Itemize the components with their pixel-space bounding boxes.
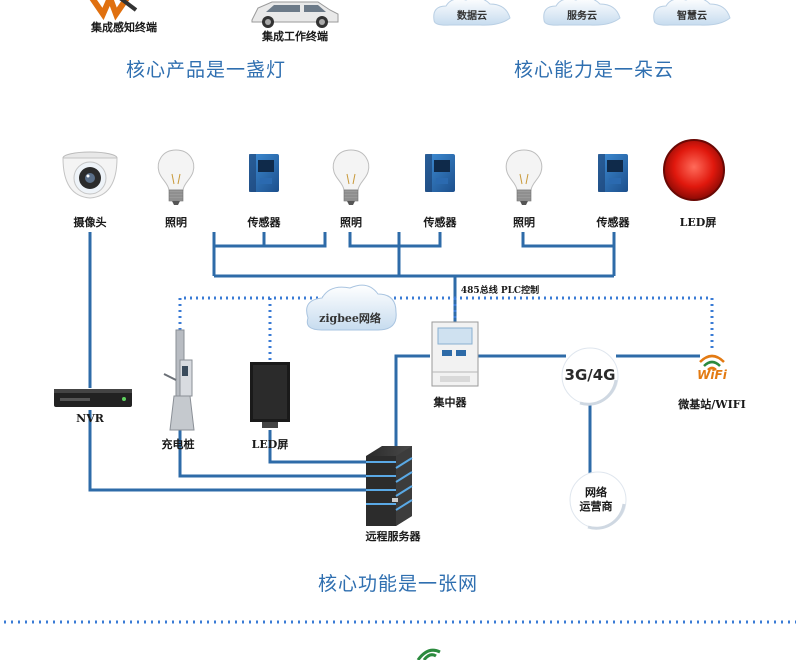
cloud-label-service: 服务云	[567, 11, 597, 22]
car-icon	[251, 1, 339, 28]
camera-icon	[62, 151, 118, 199]
heading-product: 核心产品是一盏灯	[125, 59, 287, 81]
label-light-2: 照明	[340, 216, 362, 229]
bus-label: 485总线 PLC控制	[460, 286, 540, 296]
bulb-icon	[157, 149, 195, 206]
operator-disk	[569, 471, 627, 530]
nvr-icon	[54, 389, 132, 407]
operator-label-line2: 运营商	[579, 500, 613, 513]
monitor-icon	[250, 362, 290, 428]
label-base-station: 微基站/WIFI	[678, 398, 746, 411]
terminal-label-sensing: 集成感知终端	[91, 21, 157, 34]
red-led-icon	[663, 139, 725, 201]
label-charging-pile: 充电桩	[161, 438, 195, 451]
wifi-bottom-icon	[416, 648, 441, 660]
wifi-logo-text: WiFi	[697, 368, 727, 382]
label-sensor-1: 传感器	[247, 216, 281, 229]
bulb-icon	[505, 149, 543, 206]
label-light-1: 照明	[165, 216, 187, 229]
cloud-label-data: 数据云	[457, 11, 487, 22]
cellular-disk	[561, 347, 619, 406]
bulb-icon	[332, 149, 370, 206]
label-sensor-2: 传感器	[423, 216, 457, 229]
concentrator-icon	[431, 321, 479, 387]
label-led-top: LED屏	[679, 216, 717, 229]
heading-capability: 核心能力是一朵云	[513, 59, 675, 81]
wifi-icon	[699, 354, 725, 371]
label-sensor-3: 传感器	[596, 216, 630, 229]
label-nvr: NVR	[76, 412, 104, 425]
label-light-3: 照明	[513, 216, 535, 229]
charging-pile-icon	[163, 329, 195, 431]
label-camera: 摄像头	[73, 216, 107, 229]
terminal-label-work: 集成工作终端	[262, 30, 328, 43]
zigbee-dotted-line	[178, 296, 714, 360]
label-server: 远程服务器	[365, 530, 421, 543]
sensor-icon	[598, 154, 628, 192]
operator-label-line1: 网络	[585, 486, 607, 499]
cellular-label: 3G/4G	[564, 366, 616, 384]
top-clouds	[433, 0, 731, 26]
heading-function: 核心功能是一张网	[317, 573, 479, 595]
cloud-label-smart: 智慧云	[677, 11, 707, 22]
sensor-icon	[249, 154, 279, 192]
label-concentrator: 集中器	[433, 396, 467, 409]
server-icon	[366, 446, 413, 526]
zigbee-cloud	[306, 284, 397, 331]
wifi-logo-top	[89, 0, 138, 21]
zigbee-label: zigbee网络	[319, 312, 381, 325]
sensor-icon	[425, 154, 455, 192]
label-led-screen: LED屏	[251, 438, 289, 451]
bus-lines	[88, 232, 700, 492]
